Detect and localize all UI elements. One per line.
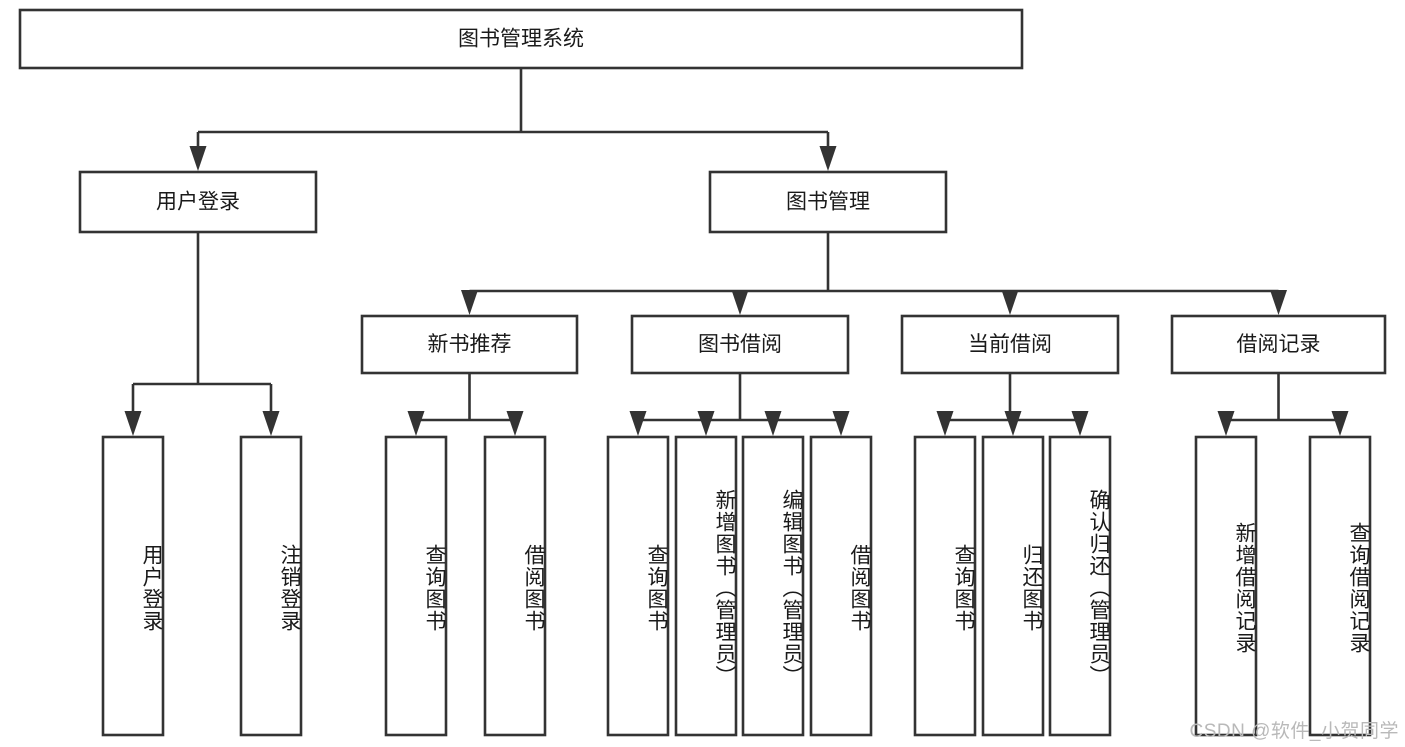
node-leaf-add-borrow-record xyxy=(1194,435,1258,737)
node-label-book-borrow: 图书借阅 xyxy=(698,333,782,356)
node-root xyxy=(18,8,1024,70)
node-label-root: 图书管理系统 xyxy=(458,28,584,51)
node-leaf-query-book-current xyxy=(913,435,977,737)
node-leaf-return-book xyxy=(981,435,1045,737)
node-leaf-borrow-book-new xyxy=(483,435,547,737)
node-label-current-borrow: 当前借阅 xyxy=(968,333,1052,356)
node-book-manage xyxy=(708,170,948,234)
node-label-book-manage: 图书管理 xyxy=(786,191,870,214)
node-box-layer xyxy=(18,8,1387,737)
node-leaf-query-book-borrow xyxy=(606,435,670,737)
node-user-login xyxy=(78,170,318,234)
node-leaf-borrow-book-borrow xyxy=(809,435,873,737)
node-leaf-logout-login xyxy=(239,435,303,737)
node-borrow-record xyxy=(1170,314,1387,375)
node-label-borrow-record: 借阅记录 xyxy=(1237,333,1321,356)
connector-layer xyxy=(124,68,1349,436)
node-label-new-book-recommend: 新书推荐 xyxy=(428,333,512,356)
node-leaf-edit-book-admin xyxy=(741,435,805,737)
node-leaf-user-login xyxy=(101,435,165,737)
node-leaf-confirm-return-admin xyxy=(1048,435,1112,737)
node-leaf-query-borrow-record xyxy=(1308,435,1372,737)
node-current-borrow xyxy=(900,314,1120,375)
node-book-borrow xyxy=(630,314,850,375)
watermark: CSDN @软件_小贺同学 xyxy=(1189,721,1399,742)
node-leaf-add-book-admin xyxy=(674,435,738,737)
node-label-user-login: 用户登录 xyxy=(156,191,240,214)
node-new-book-recommend xyxy=(360,314,579,375)
node-leaf-query-book-new xyxy=(384,435,448,737)
